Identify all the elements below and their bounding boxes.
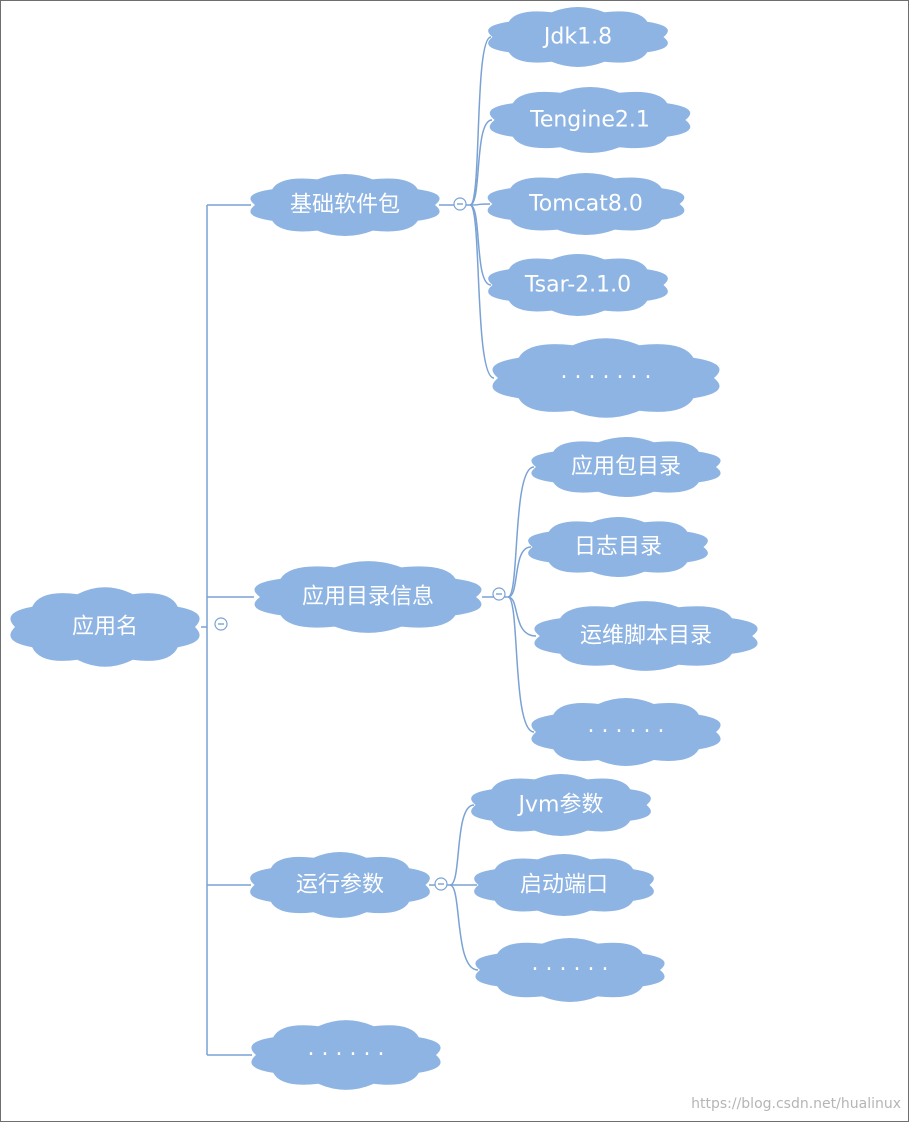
- node-leaf-0-1[interactable]: Tengine2.1: [489, 87, 691, 153]
- node-label: Tsar-2.1.0: [524, 273, 631, 298]
- node-branch-1[interactable]: 应用目录信息: [254, 561, 482, 633]
- node-label: Jvm参数: [517, 793, 604, 818]
- node-leaf-2-2[interactable]: · · · · · ·: [475, 938, 665, 1002]
- node-branch-0[interactable]: 基础软件包: [250, 173, 440, 237]
- node-leaf-0-0[interactable]: Jdk1.8: [488, 6, 668, 68]
- collapse-toggle-root[interactable]: [214, 617, 228, 631]
- node-label: Tomcat8.0: [528, 192, 643, 217]
- leaf-connector-1-2: [507, 596, 537, 637]
- cloud-shape: [492, 338, 720, 418]
- node-branch-3[interactable]: · · · · · ·: [251, 1020, 441, 1090]
- node-label: 基础软件包: [290, 193, 400, 218]
- node-layer: 应用名 基础软件包 Jdk1.8Tengine2.1Tomcat8.0Tsar-2.…: [10, 6, 758, 1090]
- node-label: 运维脚本目录: [580, 624, 712, 649]
- cloud-shape: [531, 698, 721, 766]
- cloud-shape: [488, 253, 668, 317]
- cloud-shape: [474, 853, 654, 917]
- node-leaf-0-2[interactable]: Tomcat8.0: [487, 172, 685, 236]
- node-label: · · · · · ·: [532, 958, 609, 983]
- cloud-shape: [250, 852, 430, 918]
- cloud-shape: [487, 172, 685, 236]
- cloud-shape: [475, 938, 665, 1002]
- node-label: 启动端口: [520, 873, 608, 898]
- cloud-shape: [250, 173, 440, 237]
- leaf-connector-2-0: [449, 804, 475, 886]
- node-leaf-1-3[interactable]: · · · · · ·: [531, 698, 721, 766]
- leaf-connector-1-0: [507, 466, 535, 598]
- node-leaf-1-0[interactable]: 应用包目录: [531, 436, 721, 498]
- node-root[interactable]: 应用名: [10, 587, 200, 667]
- collapse-toggle-branch-1[interactable]: [492, 587, 506, 601]
- node-label: 日志目录: [574, 535, 662, 560]
- cloud-shape: [10, 587, 200, 667]
- leaf-connector-2-2: [449, 884, 479, 971]
- leaf-connector-0-2: [469, 203, 491, 206]
- collapse-toggle-branch-0[interactable]: [453, 197, 467, 211]
- cloud-shape: [488, 6, 668, 68]
- node-leaf-1-2[interactable]: 运维脚本目录: [534, 601, 758, 671]
- leaf-connector-0-4: [469, 204, 495, 379]
- node-label: Jdk1.8: [542, 25, 612, 50]
- leaf-connector-1-3: [507, 596, 535, 733]
- node-leaf-2-0[interactable]: Jvm参数: [471, 773, 651, 837]
- cloud-shape: [471, 773, 651, 837]
- cloud-shape: [528, 516, 708, 578]
- node-label: 应用目录信息: [302, 585, 434, 610]
- leaf-connector-0-3: [469, 204, 492, 286]
- leaf-connector-0-1: [469, 119, 493, 206]
- node-label: 运行参数: [296, 873, 384, 898]
- watermark: https://blog.csdn.net/hualinux: [691, 1096, 901, 1112]
- node-label: · · · · · · ·: [561, 366, 652, 391]
- cloud-shape: [534, 601, 758, 671]
- cloud-shape: [489, 87, 691, 153]
- node-leaf-0-3[interactable]: Tsar-2.1.0: [488, 253, 668, 317]
- node-leaf-2-1[interactable]: 启动端口: [474, 853, 654, 917]
- cloud-shape: [254, 561, 482, 633]
- node-label: 应用包目录: [571, 455, 681, 480]
- node-label: Tengine2.1: [529, 108, 650, 133]
- node-label: 应用名: [72, 615, 138, 640]
- cloud-shape: [251, 1020, 441, 1090]
- node-leaf-1-1[interactable]: 日志目录: [528, 516, 708, 578]
- collapse-marker-layer: [214, 197, 506, 891]
- cloud-shape: [531, 436, 721, 498]
- node-label: · · · · · ·: [588, 720, 665, 745]
- node-label: · · · · · ·: [308, 1043, 385, 1068]
- node-branch-2[interactable]: 运行参数: [250, 852, 430, 918]
- collapse-toggle-branch-2[interactable]: [434, 877, 448, 891]
- node-leaf-0-4[interactable]: · · · · · · ·: [492, 338, 720, 418]
- leaf-connector-1-1: [507, 546, 532, 598]
- leaf-connector-0-0: [469, 36, 492, 206]
